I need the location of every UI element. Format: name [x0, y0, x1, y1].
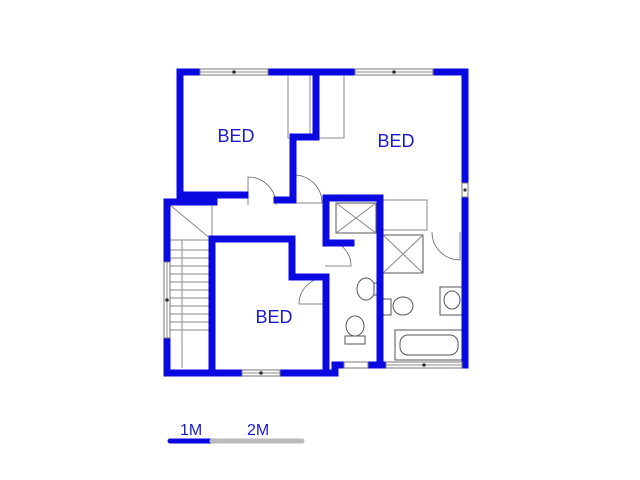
shower-2	[382, 234, 424, 274]
scale-label-1m: 1M	[180, 422, 202, 439]
room-label-bedroom-top-right: BED	[377, 131, 414, 151]
window-top-left	[199, 68, 269, 76]
window-bottom-bath	[385, 361, 463, 369]
room-label-bedroom-bottom: BED	[255, 307, 292, 327]
doors	[247, 174, 461, 305]
toilet-2	[382, 296, 414, 316]
scale-label-2m: 2M	[247, 422, 269, 439]
window-left	[163, 261, 171, 339]
basin-1	[356, 277, 380, 301]
bathroom-fixtures	[335, 202, 465, 361]
staircase	[169, 204, 213, 368]
window-top-right	[354, 68, 434, 76]
toilet-1	[344, 315, 366, 345]
scale-bar: 1M 2M	[167, 422, 305, 444]
window-bottom-wc	[343, 361, 369, 369]
windows	[163, 68, 469, 377]
bathtub	[394, 329, 464, 361]
room-label-bedroom-top-left: BED	[217, 126, 254, 146]
window-right-small	[461, 182, 469, 198]
shower-1	[335, 202, 377, 234]
basin-2	[439, 286, 465, 316]
window-bottom-bedroom	[241, 369, 281, 377]
